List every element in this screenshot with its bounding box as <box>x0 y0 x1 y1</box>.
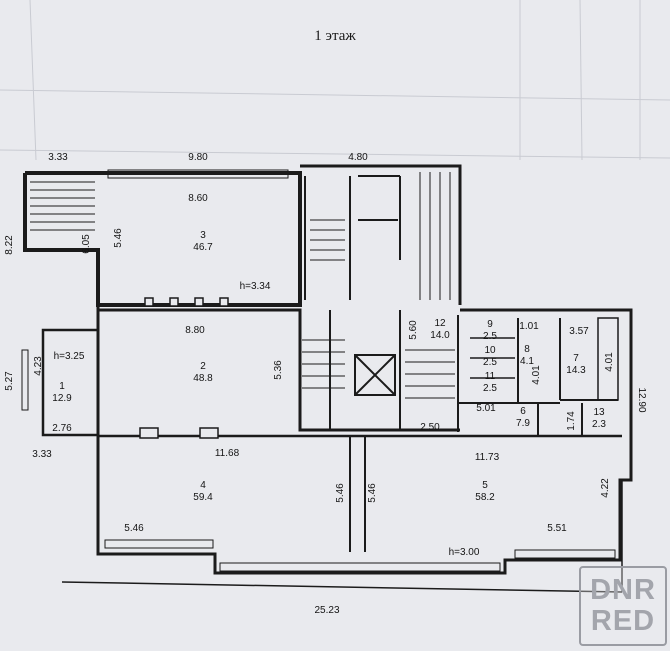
dimension-label: 9.80 <box>188 152 208 163</box>
room-number: 11 <box>485 371 496 382</box>
walls <box>23 164 633 593</box>
dimension-label: 3.33 <box>32 449 52 460</box>
dimension-label: 5.51 <box>547 523 567 534</box>
dimension-label: 5.46 <box>124 523 144 534</box>
watermark-line: DNR <box>590 574 656 606</box>
dimension-label: 5.60 <box>408 320 419 340</box>
room-number: 13 <box>593 407 605 418</box>
watermark-line: RED <box>590 605 656 637</box>
dimension-label: 5.01 <box>476 403 496 414</box>
dimension-labels: 3.33 9.80 4.80 8.60 8.22 5.46 6.05 h=3.3… <box>4 152 647 616</box>
room-area: 12.9 <box>52 393 72 404</box>
dimension-label: 5.27 <box>4 371 15 391</box>
windows <box>21 169 616 572</box>
room-number: 7 <box>573 353 579 364</box>
room-area: 48.8 <box>193 373 213 384</box>
floor-title: 1 этаж <box>314 28 356 44</box>
background-lines <box>0 0 670 161</box>
dimension-label: 25.23 <box>314 605 339 616</box>
dimension-label: 4.01 <box>531 365 542 385</box>
dimension-label: 5.46 <box>335 483 346 503</box>
room-number: 5 <box>482 480 488 491</box>
dimension-label: 11.73 <box>475 452 500 463</box>
room-number: 3 <box>200 230 206 241</box>
elevator-shaft <box>354 354 396 396</box>
dimension-label: h=3.00 <box>449 547 480 558</box>
room-number: 1 <box>59 381 65 392</box>
dimension-label: 5.46 <box>113 228 124 248</box>
room-area: 2.5 <box>483 357 497 368</box>
dimension-label: 4.22 <box>600 478 611 498</box>
dimension-label: 4.80 <box>348 152 368 163</box>
room-number: 9 <box>487 319 493 330</box>
room-area: 46.7 <box>193 242 213 253</box>
room-area: 14.3 <box>566 365 586 376</box>
dimension-label: 5.46 <box>367 483 378 503</box>
dimension-label: 11.68 <box>215 448 240 459</box>
dimension-label: 8.22 <box>4 235 15 255</box>
dimension-label: 1.74 <box>566 411 577 431</box>
watermark-logo: DNR RED <box>579 566 667 646</box>
dimension-label: 4.23 <box>33 356 44 376</box>
room-area: 59.4 <box>193 492 213 503</box>
dimension-label: 8.80 <box>185 325 205 336</box>
dimension-label: 8.60 <box>188 193 208 204</box>
dimension-label: 2.76 <box>52 423 72 434</box>
room-area: 14.0 <box>430 330 450 341</box>
room-area: 2.3 <box>592 419 606 430</box>
room-labels: 1 12.9 2 48.8 3 46.7 4 59.4 5 58.2 6 7.9… <box>52 230 606 503</box>
dimension-label: 4.01 <box>604 352 615 372</box>
dimension-label: h=3.34 <box>240 281 271 292</box>
room-area: 2.5 <box>483 383 497 394</box>
stairs <box>30 172 455 399</box>
door-markers <box>139 297 229 439</box>
room-area: 7.9 <box>516 418 530 429</box>
dimension-label: 2.50 <box>420 422 440 433</box>
dimension-label: 5.36 <box>273 360 284 380</box>
room-number: 8 <box>524 344 530 355</box>
room-number: 6 <box>520 406 526 417</box>
room-area: 4.1 <box>520 356 534 367</box>
dimension-label: h=3.25 <box>54 351 85 362</box>
dimension-label: 6.05 <box>81 234 92 254</box>
dimension-label: 3.33 <box>48 152 68 163</box>
room-number: 12 <box>434 318 446 329</box>
room-number: 10 <box>484 345 496 356</box>
dimension-label: 3.57 <box>569 326 589 337</box>
room-area: 2.5 <box>483 331 497 342</box>
dimension-label: 1.01 <box>519 321 539 332</box>
room-number: 4 <box>200 480 206 491</box>
room-area: 58.2 <box>475 492 495 503</box>
room-number: 2 <box>200 361 206 372</box>
dimension-label: 12.90 <box>636 387 647 412</box>
